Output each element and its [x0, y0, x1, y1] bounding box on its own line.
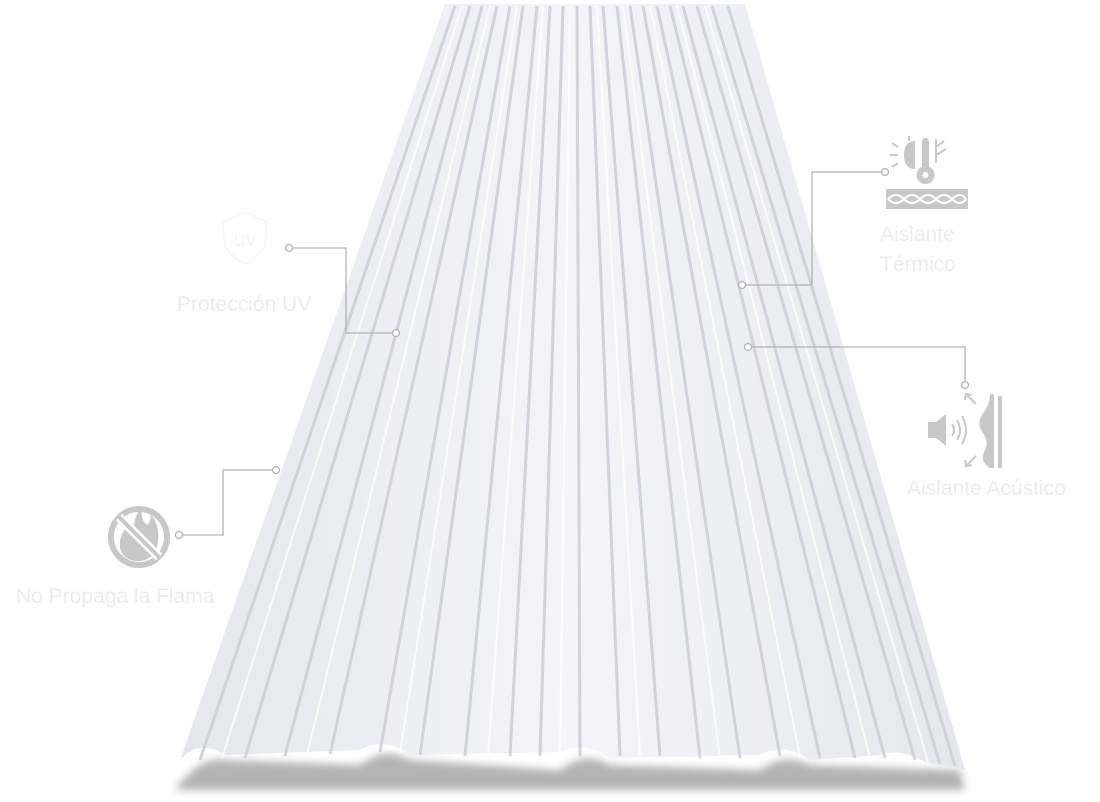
feature-label-acoustic: Aislante Acústico	[907, 477, 1066, 500]
feature-label-thermal: Aislante Térmico	[880, 220, 956, 280]
uv-shield-icon: UV	[222, 211, 268, 265]
feature-label-uv: Protección UV	[177, 293, 312, 316]
feature-label-thermal-line1: Aislante	[880, 223, 955, 246]
acoustic-insulation-icon	[928, 392, 1002, 468]
svg-text:UV: UV	[234, 233, 257, 250]
feature-label-flame: No Propaga la Flama	[16, 585, 215, 608]
feature-label-thermal-line2: Térmico	[880, 253, 956, 276]
no-flame-icon	[108, 506, 170, 568]
thermal-insulation-icon	[886, 136, 968, 209]
